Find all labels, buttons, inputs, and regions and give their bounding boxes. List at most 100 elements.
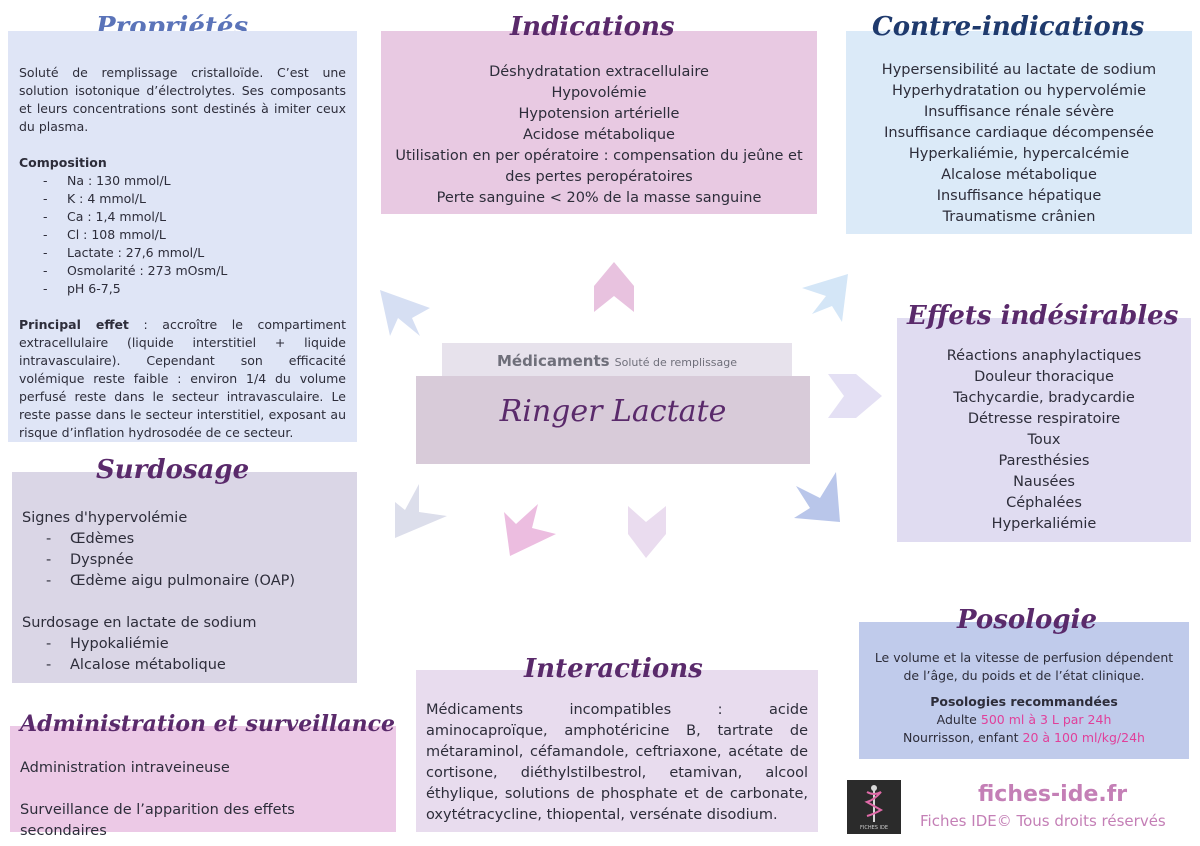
administration-label: Administration	[20, 760, 127, 776]
list-item: Hypotension artérielle	[518, 106, 680, 122]
administration-panel: Administration intraveineuse Surveillanc…	[10, 726, 396, 839]
list-item: Hyperhydratation ou hypervolémie	[891, 83, 1147, 99]
list-item: K : 4 mmol/L	[19, 190, 346, 208]
copyright: Fiches IDE© Tous droits réservés	[920, 812, 1166, 830]
indications-title: Indications	[510, 12, 675, 42]
lactate-surdosage-list: Hypokaliémie Alcalose métabolique	[22, 634, 347, 676]
arrow-up-icon	[594, 262, 634, 312]
caduceus-icon	[864, 785, 884, 822]
arrow-down-icon	[628, 506, 666, 558]
surdosage-panel: Signes d'hypervolémie Œdèmes Dyspnée Œdè…	[12, 472, 357, 683]
list-item: Alcalose métabolique	[941, 167, 1097, 183]
contre-indications-title: Contre-indications	[872, 12, 1145, 42]
lactate-surdosage-label: Surdosage en lactate de sodium	[22, 615, 257, 631]
fiches-ide-logo: FICHES IDE	[847, 780, 901, 834]
hypervolemie-list: Œdèmes Dyspnée Œdème aigu pulmonaire (OA…	[22, 529, 347, 592]
posologie-reco-label: Posologies recommandées	[930, 694, 1118, 709]
list-item: Hypersensibilité au lactate de sodium	[881, 62, 1157, 78]
surveillance-label: Surveillance	[20, 802, 109, 818]
list-item: Perte sanguine < 20% de la masse sanguin…	[436, 190, 762, 206]
arrow-down-left-icon	[395, 484, 447, 538]
list-item: Ca : 1,4 mmol/L	[19, 208, 346, 226]
contre-indications-list: Hypersensibilité au lactate de sodium Hy…	[846, 60, 1192, 228]
list-item: Hypovolémie	[551, 85, 647, 101]
list-item: Osmolarité : 273 mOsm/L	[19, 262, 346, 280]
child-value: 20 à 100 ml/kg/24h	[1022, 730, 1145, 745]
list-item: Céphalées	[1006, 495, 1082, 511]
proprietes-panel: Soluté de remplissage cristalloïde. C’es…	[8, 31, 357, 442]
arrow-up-left-icon	[380, 290, 430, 336]
list-item: Œdèmes	[22, 529, 347, 550]
interactions-title: Interactions	[524, 654, 703, 684]
interactions-panel: Médicaments incompatibles : acide aminoc…	[416, 670, 818, 832]
list-item: Paresthésies	[998, 453, 1090, 469]
list-item: des pertes peropératoires	[505, 169, 693, 185]
administration-line: Administration intraveineuse	[20, 758, 386, 779]
posologie-intro-2: de l’âge, du poids et de l’état clinique…	[903, 668, 1145, 683]
effets-list: Réactions anaphylactiques Douleur thorac…	[897, 346, 1191, 535]
list-item: Hypokaliémie	[22, 634, 347, 655]
interactions-text: : acide aminocaproïque, amphotéricine B,…	[426, 702, 808, 823]
list-item: Détresse respiratoire	[967, 411, 1121, 427]
list-item: Déshydratation extracellulaire	[489, 64, 709, 80]
surdosage-title: Surdosage	[96, 455, 250, 485]
arrow-right-icon	[828, 374, 882, 418]
list-item: Insuffisance rénale sévère	[923, 104, 1115, 120]
list-item: Tachycardie, bradycardie	[953, 390, 1135, 406]
drug-name: Ringer Lactate	[499, 394, 727, 429]
list-item: Lactate : 27,6 mmol/L	[19, 244, 346, 262]
posologie-intro-1: Le volume et la vitesse de perfusion dép…	[874, 650, 1174, 665]
composition-label: Composition	[19, 155, 107, 170]
center-category: Médicaments	[496, 352, 610, 370]
hypervolemie-label: Signes d'hypervolémie	[22, 510, 188, 526]
interactions-label: Médicaments incompatibles	[426, 702, 672, 718]
list-item: Insuffisance cardiaque décompensée	[884, 125, 1154, 141]
posologie-title: Posologie	[957, 605, 1097, 635]
list-item: pH 6-7,5	[19, 280, 346, 298]
proprietes-intro: Soluté de remplissage cristalloïde. C’es…	[19, 65, 346, 134]
site-link[interactable]: fiches-ide.fr	[978, 782, 1128, 807]
administration-text: intraveineuse	[126, 760, 230, 776]
list-item: Na : 130 mmol/L	[19, 172, 346, 190]
center-name-panel: Ringer Lactate	[416, 376, 810, 464]
effets-title: Effets indésirables	[907, 301, 1179, 331]
list-item: Toux	[1027, 432, 1061, 448]
posologie-child: Nourrisson, enfant 20 à 100 ml/kg/24h	[859, 729, 1189, 747]
principal-effet-text: : accroître le compartiment extracellula…	[19, 317, 347, 440]
administration-title: Administration et surveillance	[20, 711, 395, 737]
effets-panel: Réactions anaphylactiques Douleur thorac…	[897, 318, 1191, 542]
arrow-up-right-icon	[802, 274, 848, 322]
adult-value: 500 ml à 3 L par 24h	[980, 712, 1112, 727]
surveillance-text: de l’apparition des effets secondaires	[20, 802, 295, 839]
logo-caption: FICHES IDE	[859, 825, 888, 831]
arrow-down-left-pink-icon	[504, 504, 556, 556]
principal-effet-label: Principal effet	[19, 317, 129, 332]
surveillance-line: Surveillance de l’apparition des effets …	[20, 800, 386, 842]
indications-list: Déshydratation extracellulaire Hypovolém…	[381, 62, 817, 209]
list-item: Nausées	[1013, 474, 1075, 490]
composition-list: Na : 130 mmol/L K : 4 mmol/L Ca : 1,4 mm…	[19, 172, 346, 298]
principal-effet: Principal effet : accroître le compartim…	[19, 316, 346, 442]
list-item: Traumatisme crânien	[942, 209, 1096, 225]
list-item: Hyperkaliémie, hypercalcémie	[908, 146, 1130, 162]
posologie-panel: Le volume et la vitesse de perfusion dép…	[859, 622, 1189, 759]
list-item: Œdème aigu pulmonaire (OAP)	[22, 571, 347, 592]
list-item: Acidose métabolique	[523, 127, 675, 143]
list-item: Réactions anaphylactiques	[946, 348, 1142, 364]
list-item: Douleur thoracique	[974, 369, 1114, 385]
child-label: Nourrisson, enfant	[903, 730, 1019, 745]
posologie-adult: Adulte 500 ml à 3 L par 24h	[859, 711, 1189, 729]
adult-label: Adulte	[936, 712, 977, 727]
list-item: Alcalose métabolique	[22, 655, 347, 676]
list-item: Hyperkaliémie	[991, 516, 1097, 532]
contre-indications-panel: Hypersensibilité au lactate de sodium Hy…	[846, 31, 1192, 234]
list-item: Dyspnée	[22, 550, 347, 571]
indications-panel: Déshydratation extracellulaire Hypovolém…	[381, 31, 817, 214]
list-item: Insuffisance hépatique	[936, 188, 1102, 204]
list-item: Utilisation en per opératoire : compensa…	[395, 148, 803, 164]
arrow-down-right-icon	[794, 472, 840, 522]
center-header-bar: Médicaments Soluté de remplissage	[442, 343, 792, 376]
center-subcategory: Soluté de remplissage	[614, 356, 738, 369]
interactions-text-block: Médicaments incompatibles : acide aminoc…	[426, 700, 808, 826]
list-item: Cl : 108 mmol/L	[19, 226, 346, 244]
